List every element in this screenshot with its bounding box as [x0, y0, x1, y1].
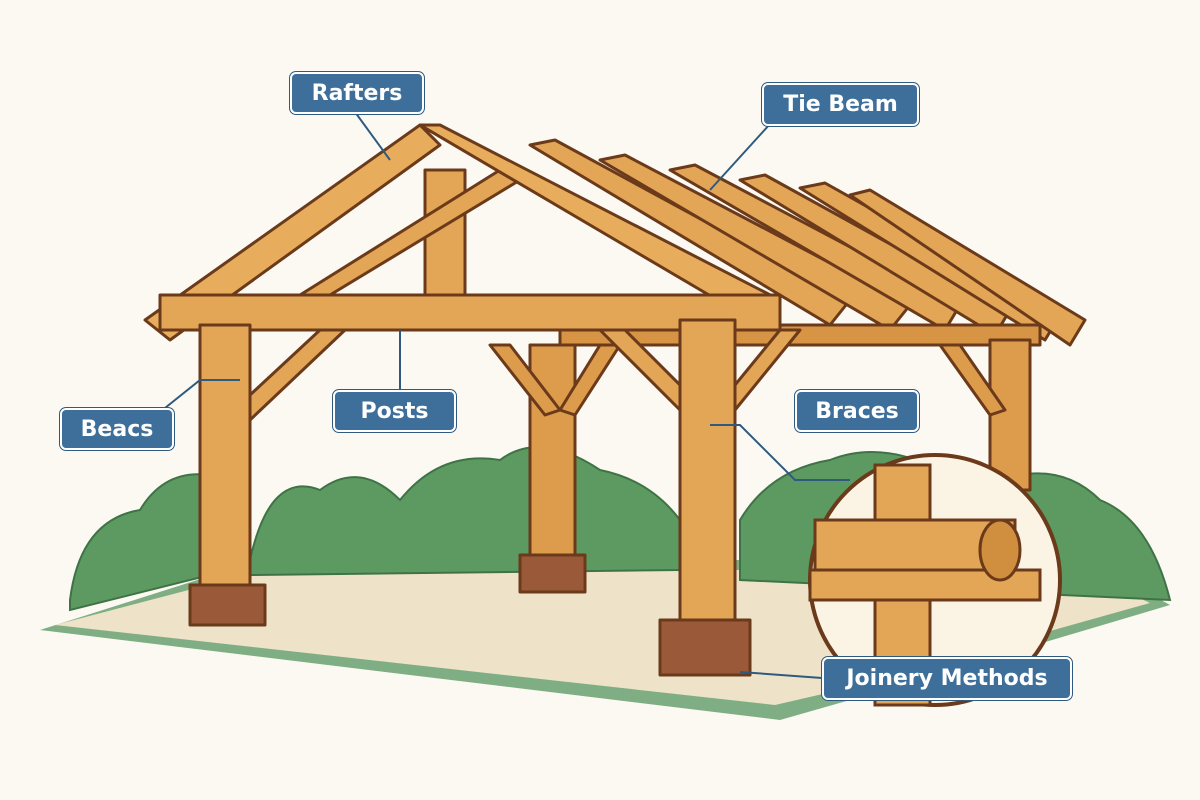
back-brace [558, 343, 622, 417]
front-left-base [188, 583, 267, 627]
front-right-post [678, 318, 737, 627]
far-post [988, 338, 1032, 492]
front-right-brace [733, 328, 802, 412]
roof-purlins [528, 138, 1087, 347]
label-posts: Posts [333, 390, 456, 432]
label-tie-beam: Tie Beam [762, 83, 919, 126]
label-rafters: Rafters [290, 72, 424, 114]
label-joinery-methods: Joinery Methods [822, 657, 1072, 700]
far-brace [938, 343, 1007, 417]
front-left-post [198, 323, 252, 589]
label-braces: Braces [795, 390, 919, 432]
tie-beam [158, 293, 782, 332]
front-left-brace [248, 328, 347, 422]
back-post-base [518, 553, 587, 594]
front-right-base [658, 618, 752, 677]
back-post [528, 343, 577, 562]
label-beacs: Beacs [60, 408, 174, 450]
front-right-brace [598, 328, 682, 412]
rafter-left [143, 123, 442, 342]
leader-lines [164, 111, 850, 679]
